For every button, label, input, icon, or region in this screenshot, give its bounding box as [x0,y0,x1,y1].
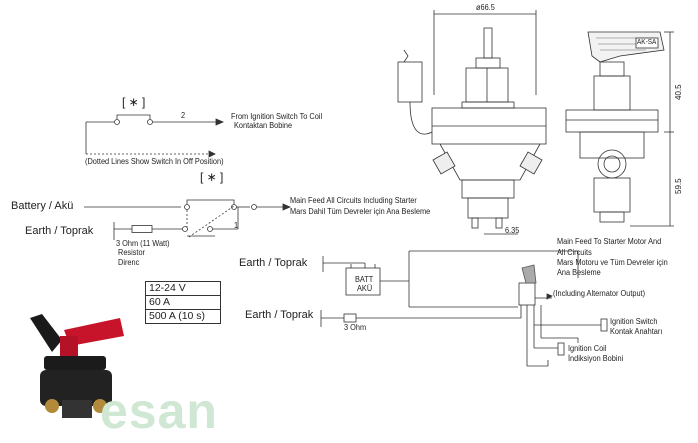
dim-height-bottom: 59.5 [674,178,683,194]
resistor-label-3: Direnc [118,258,140,267]
ignition-switch-label: Ignition Switch [610,317,658,326]
alternator-note: (Including Alternator Output) [553,289,646,298]
key-tag-label: AK-SA [637,39,657,46]
switch-front-view [397,10,547,235]
switch-side-view [565,31,674,227]
spec-current: 60 A [145,295,221,310]
from-ignition-label-tr: Kontaktan Bobine [234,121,293,130]
starter-feed-label-3: Mars Motoru ve Tüm Devreler için [557,258,668,267]
earth-label-3: Earth / Toprak [245,309,314,321]
battery-box [345,267,381,296]
ignition-coil-label: Ignition Coil [568,344,607,353]
battery-circuit [84,199,292,240]
watermark-logo: esan [100,383,218,439]
switch-bracket-mid: [ ∗ ] [200,170,224,184]
switch-contact [116,114,151,119]
earth-label-2: Earth / Toprak [239,257,308,269]
resistor-label: 3 Ohm (11 Watt) [116,239,170,248]
starter-feed-label-1: Main Feed To Starter Motor And [557,237,662,246]
ignition-circuit [85,114,225,158]
dim-small: 6.35 [505,226,520,235]
protective-cap [30,314,62,352]
wiring-diagram [320,250,608,367]
resistor-symbol [131,225,153,233]
dim-height-top: 40.5 [674,84,683,100]
main-feed-label-tr: Mars Dahil Tüm Devreler için Ana Besleme [290,207,431,216]
starter-feed-label-4: Ana Besleme [557,268,601,277]
spec-row: 500 A (10 s) [145,309,221,324]
ignition-switch-label-tr: Kontak Anahtarı [610,327,663,336]
earth-label: Earth / Toprak [25,225,94,237]
three-ohm-label: 3 Ohm [344,323,367,332]
dotted-lines-note: (Dotted Lines Show Switch In Off Positio… [85,157,224,166]
switch-bracket-top: [ ∗ ] [122,95,146,109]
batt-label-tr: AKÜ [357,284,373,293]
wire-number-1: 1 [234,221,239,230]
spec-row: 60 A [145,295,221,310]
product-photo [30,314,124,418]
red-key-handle [64,318,124,346]
main-feed-label: Main Feed All Circuits Including Starter [290,196,417,205]
spec-peak: 500 A (10 s) [145,309,221,324]
starter-feed-label-2: All Circuits [557,248,592,257]
resistor-label-2: Resistor [118,248,145,257]
batt-label: BATT [355,275,374,284]
arrow-marker [215,118,225,126]
switch-terminal [147,119,153,125]
spec-voltage: 12-24 V [145,281,221,296]
battery-label: Battery / Akü [11,200,74,212]
ignition-coil-label-tr: İndiksiyon Bobini [568,354,624,363]
from-ignition-label: From Ignition Switch To Coil [231,112,323,121]
spec-row: 12-24 V [145,281,221,296]
wire-number-2: 2 [181,111,186,120]
spec-table: 12-24 V 60 A 500 A (10 s) [145,281,221,324]
switch-contact [186,199,235,204]
switch-terminal [114,119,120,125]
dim-width: ø66.5 [476,3,495,12]
ignition-coil-box [557,342,565,356]
ignition-switch-box [600,318,608,332]
